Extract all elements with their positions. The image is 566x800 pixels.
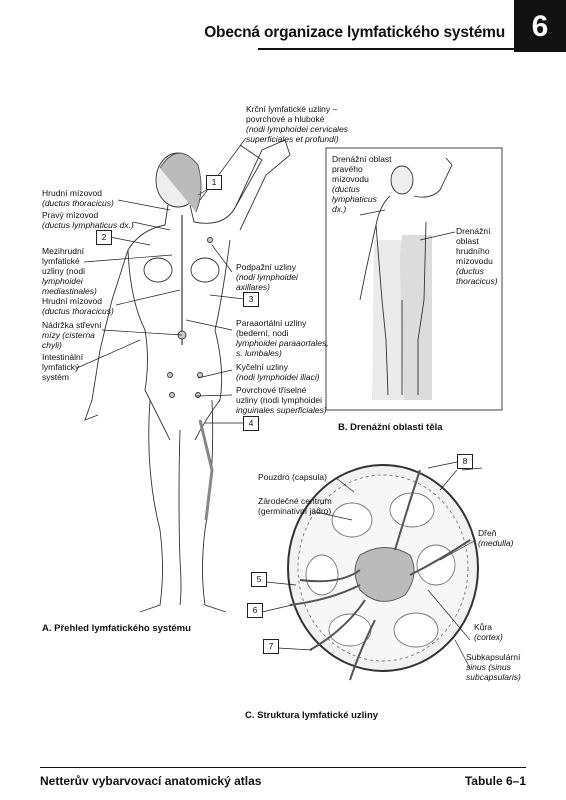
figure-a-caption: A. Přehled lymfatického systému xyxy=(42,623,191,634)
label-inguinal-nodes: Povrchové tříselné uzliny (nodi lymphoid… xyxy=(236,385,327,415)
footer-book-title: Netterův vybarvovací anatomický atlas xyxy=(40,774,262,788)
label-neck-nodes: Krční lymfatické uzliny – povrchové a hl… xyxy=(246,104,349,144)
figure-c-caption: C. Struktura lymfatické uzliny xyxy=(245,710,379,721)
figure-b-caption: B. Drenážní oblasti těla xyxy=(338,422,443,433)
number-box-4: 4 xyxy=(243,416,259,431)
label-right-duct-area: Drenážní oblast pravého mízovodu (ductus… xyxy=(332,154,392,214)
label-right-lymphatic-duct: Pravý mízovod (ductus lymphaticus dx.) xyxy=(42,210,134,230)
label-iliac-nodes: Kyčelní uzliny (nodi lymphoidei iliaci) xyxy=(236,362,320,382)
figure-b-leader-lines xyxy=(359,209,456,241)
figure-c-leader-lines xyxy=(261,461,483,669)
label-thoracic-duct-mid: Hrudní mízovod (ductus thoracicus) xyxy=(42,296,114,316)
figure-b-frame xyxy=(325,147,503,411)
figure-a-body xyxy=(84,139,291,613)
chapter-number-tab: 6 xyxy=(514,0,566,52)
number-box-3: 3 xyxy=(243,292,259,307)
label-subcapsular-sinus: Subkapsulární sinus (sinus subcapsularis… xyxy=(466,652,521,682)
label-capsule: Pouzdro (capsula) xyxy=(258,472,327,482)
label-cisterna-chyli: Nádržka střevní mízy (cisterna chyli) xyxy=(42,320,102,350)
label-cortex: Kůra (cortex) xyxy=(474,622,503,642)
label-medulla: Dřeň (medulla) xyxy=(478,528,514,548)
label-germinal-center: Zárodečné centrum (germinativní jádro) xyxy=(258,496,332,516)
number-box-1: 1 xyxy=(206,175,222,190)
number-box-8: 8 xyxy=(457,454,473,469)
number-box-2: 2 xyxy=(96,230,112,245)
number-box-7: 7 xyxy=(263,639,279,654)
label-axillary-nodes: Podpažní uzliny (nodi lymphoidei axillar… xyxy=(236,262,298,292)
label-thoracic-duct-top: Hrudní mízovod (ductus thoracicus) xyxy=(42,188,114,208)
number-box-6: 6 xyxy=(247,603,263,618)
label-paraaortic-nodes: Paraaortální uzliny (bederní, nodi lymph… xyxy=(236,318,329,358)
number-box-5: 5 xyxy=(251,572,267,587)
figure-b-body xyxy=(359,157,453,400)
header-rule xyxy=(258,48,520,50)
label-mediastinal-nodes: Mezihrudní lymfatické uzliny (nodi lymph… xyxy=(42,246,97,296)
footer-rule xyxy=(40,767,526,768)
label-intestinal-system: Intestinální lymfatický systém xyxy=(42,352,84,382)
footer-plate-number: Tabule 6–1 xyxy=(464,774,526,788)
label-thoracic-duct-area: Drenážní oblast hrudního mízovodu (ductu… xyxy=(456,226,498,286)
page-title: Obecná organizace lymfatického systému xyxy=(204,24,505,41)
